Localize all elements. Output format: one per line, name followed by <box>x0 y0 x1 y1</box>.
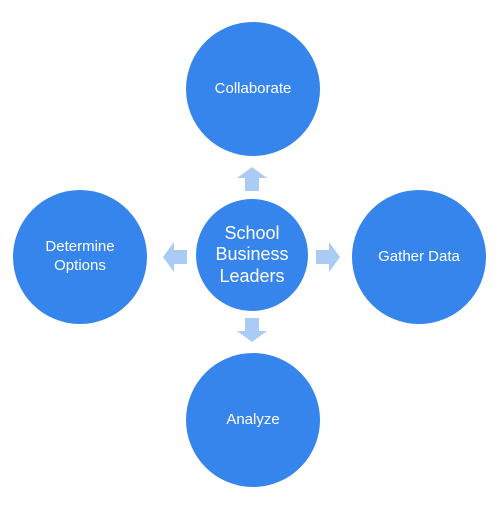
center-node-label: School Business Leaders <box>215 222 289 286</box>
node-analyze: Analyze <box>186 353 320 487</box>
node-determine-options: Determine Options <box>13 190 147 324</box>
node-gather-data-label: Gather Data <box>378 247 460 265</box>
node-determine-options-label: Determine Options <box>45 238 115 274</box>
right-arrow-icon <box>316 242 340 272</box>
node-analyze-label: Analyze <box>226 410 280 428</box>
node-collaborate: Collaborate <box>186 22 320 156</box>
up-arrow-icon <box>237 167 267 191</box>
center-node-school-business-leaders: School Business Leaders <box>196 199 308 311</box>
down-arrow-icon <box>237 318 267 342</box>
left-arrow-icon <box>163 242 187 272</box>
node-gather-data: Gather Data <box>352 190 486 324</box>
node-collaborate-label: Collaborate <box>214 79 292 97</box>
